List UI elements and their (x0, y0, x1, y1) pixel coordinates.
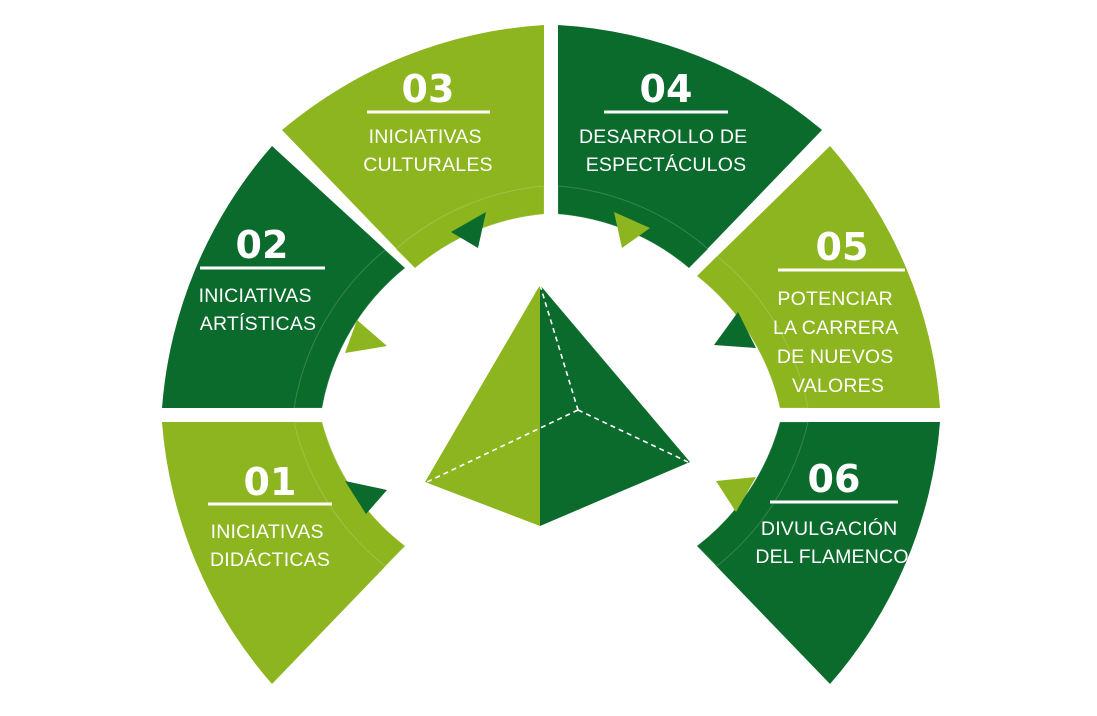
segment-06-number: 06 (808, 457, 861, 501)
segment-06-inner-band (696, 421, 809, 567)
segment-02-inner-band (293, 249, 406, 409)
segment-05-inner-band (696, 255, 809, 409)
segment-05-number: 05 (816, 225, 869, 269)
segment-06-label: DIVULGACIÓN DEL FLAMENCO (755, 517, 908, 568)
segment-03-label: INICIATIVAS CULTURALES (363, 126, 493, 176)
segment-02: 02 INICIATIVAS ARTÍSTICAS (162, 146, 406, 409)
segment-01: 01 INICIATIVAS DIDÁCTICAS (162, 421, 406, 684)
segment-04-number: 04 (640, 67, 693, 111)
pyramid-hidden-edges (426, 284, 689, 483)
segment-06: 06 DIVULGACIÓN DEL FLAMENCO (696, 421, 940, 684)
segment-03-number: 03 (402, 67, 455, 111)
segment-05-arrow (714, 312, 756, 348)
segment-03: 03 INICIATIVAS CULTURALES (282, 25, 545, 269)
pyramid-icon (425, 284, 690, 526)
segment-05: 05 POTENCIAR LA CARRERA DE NUEVOS VALORE… (696, 146, 940, 409)
segment-01-arrow (345, 481, 387, 514)
segment-01-label: INICIATIVAS DIDÁCTICAS (210, 521, 330, 571)
segment-06-arrow (716, 477, 756, 512)
segment-01-inner-band (293, 421, 406, 567)
segment-02-arrow (345, 320, 387, 353)
segment-04-arrow (614, 212, 650, 248)
segment-02-number: 02 (236, 223, 289, 267)
segment-04: 04 DESARROLLO DE ESPECTÁCULOS (557, 25, 822, 269)
segment-04-label: DESARROLLO DE ESPECTÁCULOS (579, 126, 753, 176)
segment-05-label: POTENCIAR LA CARRERA DE NUEVOS VALORES (773, 288, 903, 397)
segment-01-number: 01 (244, 460, 297, 504)
segment-02-label: INICIATIVAS ARTÍSTICAS (199, 285, 318, 335)
segment-03-arrow (451, 212, 486, 248)
pyramid-right-face (540, 285, 690, 526)
pyramid-left-face (425, 285, 540, 526)
segment-02-shape (162, 146, 405, 408)
